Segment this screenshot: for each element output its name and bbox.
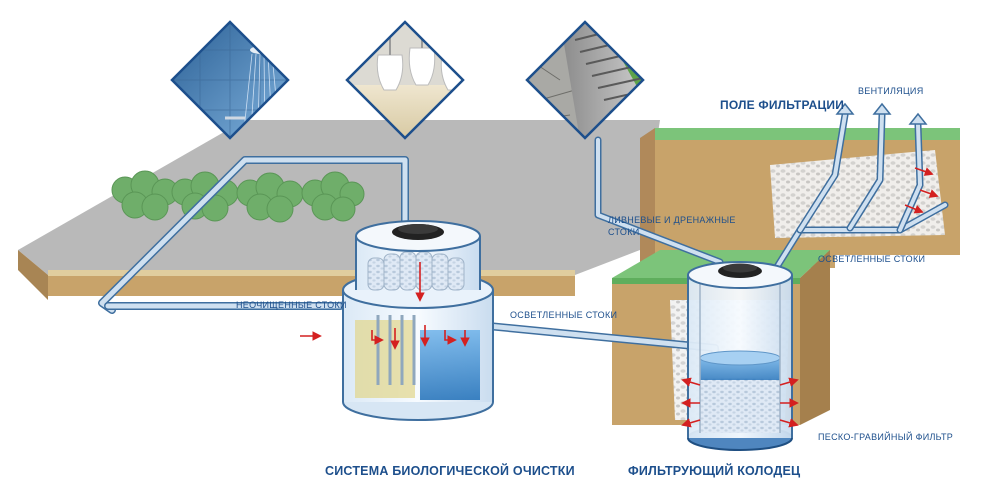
clarified-right-label: ОСВЕТЛЕННЫЕ СТОКИ	[818, 254, 926, 264]
sand-gravel-label: ПЕСКО-ГРАВИЙНЫЙ ФИЛЬТР	[818, 432, 954, 442]
storm-label-line1: ЛИВНЕВЫЕ И ДРЕНАЖНЫЕ	[608, 215, 736, 225]
vent-caps	[835, 102, 928, 125]
bio-system-title: СИСТЕМА БИОЛОГИЧЕСКОЙ ОЧИСТКИ	[325, 464, 575, 478]
clarified-left-label: ОСВЕТЛЕННЫЕ СТОКИ	[510, 310, 618, 320]
bio-tank	[342, 220, 494, 421]
filter-well	[681, 261, 799, 451]
storm-label-line2: СТОКИ	[608, 227, 640, 237]
field-title: ПОЛЕ ФИЛЬТРАЦИИ	[720, 98, 845, 112]
field-arrows	[904, 167, 939, 214]
ventilation-label: ВЕНТИЛЯЦИЯ	[858, 86, 924, 96]
filter-well-title: ФИЛЬТРУЮЩИЙ КОЛОДЕЦ	[628, 464, 801, 478]
untreated-label: НЕОЧИЩЕННЫЕ СТОКИ	[236, 300, 347, 310]
